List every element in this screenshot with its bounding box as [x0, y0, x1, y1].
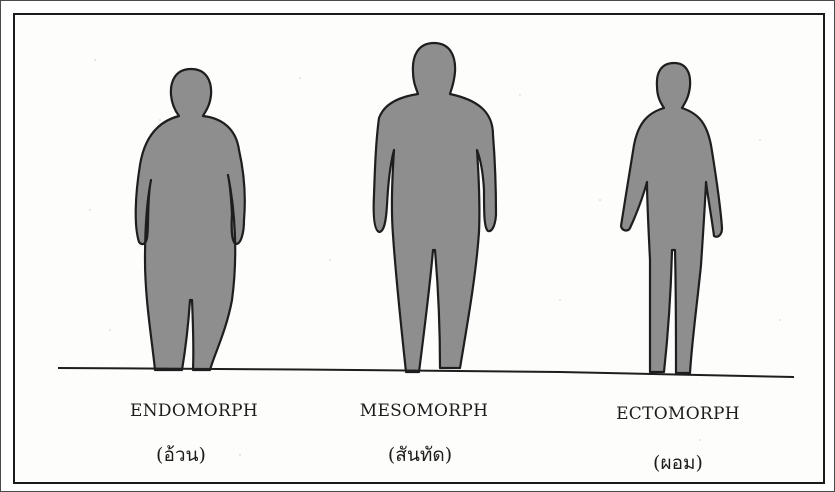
mesomorph-figure: [374, 43, 496, 372]
endomorph-label: ENDOMORPH: [94, 401, 294, 421]
endomorph-figure: [136, 69, 245, 370]
mesomorph-thai-label: (สันทัด): [320, 440, 520, 470]
ectomorph-figure: [621, 63, 722, 373]
ectomorph-label: ECTOMORPH: [578, 404, 778, 424]
mesomorph-label: MESOMORPH: [324, 401, 524, 421]
ectomorph-thai-label: (ผอม): [578, 448, 778, 478]
endomorph-thai-label: (อ้วน): [81, 440, 281, 470]
